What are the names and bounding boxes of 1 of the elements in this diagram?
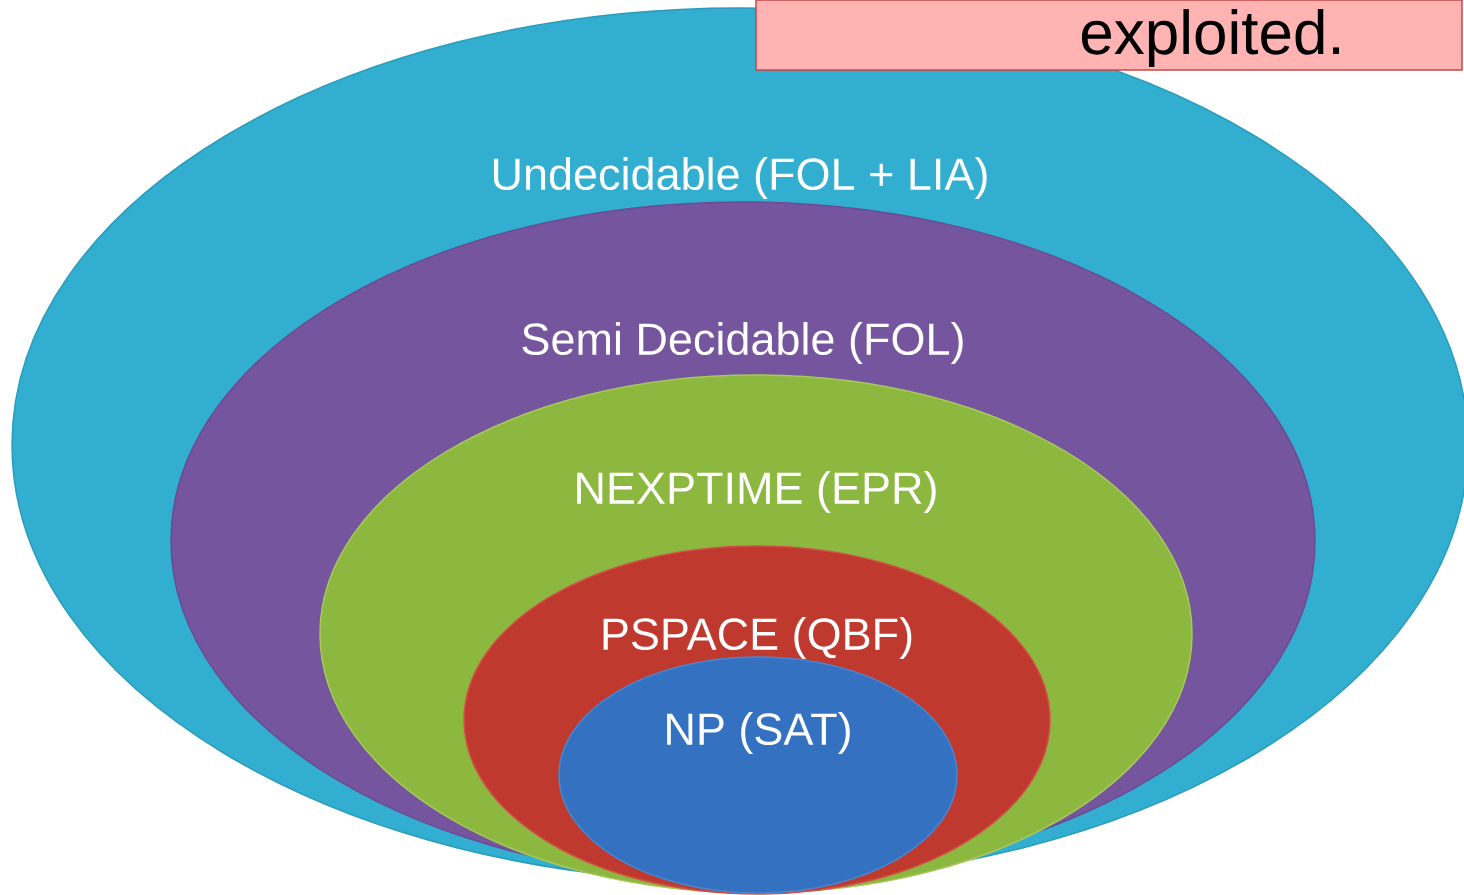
note-box: exploited. xyxy=(755,0,1463,71)
